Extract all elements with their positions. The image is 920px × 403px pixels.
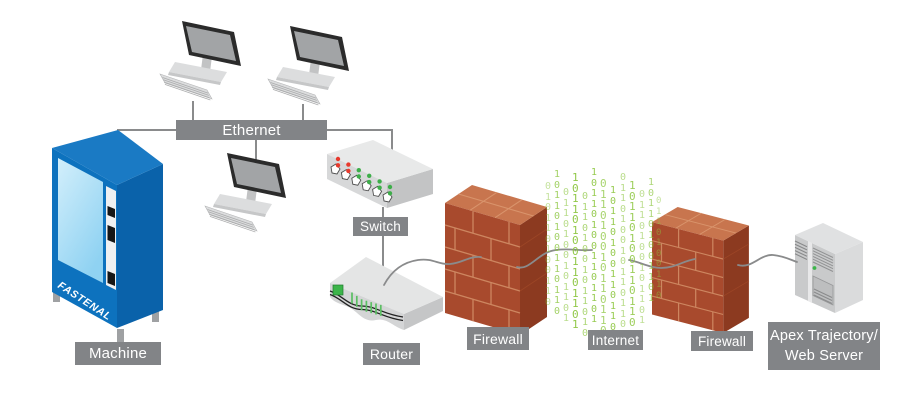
router-led-bank: [351, 292, 382, 316]
machine-leg: [117, 329, 124, 342]
server-status-light: [812, 266, 817, 270]
machine-window: [58, 158, 103, 283]
firewall-server-cable: [737, 254, 798, 267]
router: [329, 257, 443, 330]
network-switch: [327, 140, 433, 208]
label-web-server: Apex Trajectory/ Web Server: [768, 322, 880, 370]
label-firewall-right: Firewall: [691, 331, 753, 351]
network-cables: [383, 248, 798, 286]
firewall-left: [444, 184, 548, 336]
label-web-server-line2: Web Server: [784, 348, 864, 364]
vending-machine: FASTENAL: [52, 130, 163, 342]
router-firewall-cable: [383, 256, 482, 286]
label-firewall-left: Firewall: [467, 327, 529, 350]
server-bottom-slots: [813, 288, 833, 304]
firewall-internet-cable: [516, 248, 593, 269]
switch-ports: [330, 156, 393, 203]
label-internet: Internet: [588, 330, 643, 350]
ethernet-bus: Ethernet: [176, 120, 327, 140]
server-front-grille: [812, 247, 834, 272]
router-status-light: [332, 284, 344, 296]
server-vent-grille: [794, 240, 808, 260]
label-machine: Machine: [75, 342, 161, 365]
machine-leg: [152, 309, 159, 322]
internet-firewall-cable: [628, 258, 696, 269]
ethernet-switch-line: [327, 129, 393, 157]
machine-leg: [53, 291, 60, 302]
firewall-right: [651, 206, 750, 334]
web-server: [794, 223, 863, 313]
label-web-server-line1: Apex Trajectory/: [770, 328, 878, 344]
label-router: Router: [363, 343, 420, 365]
desktop-computer-2: [267, 25, 350, 106]
desktop-computer-3: [204, 152, 287, 233]
desktop-computer-1: [159, 20, 242, 101]
label-switch: Switch: [353, 217, 408, 236]
